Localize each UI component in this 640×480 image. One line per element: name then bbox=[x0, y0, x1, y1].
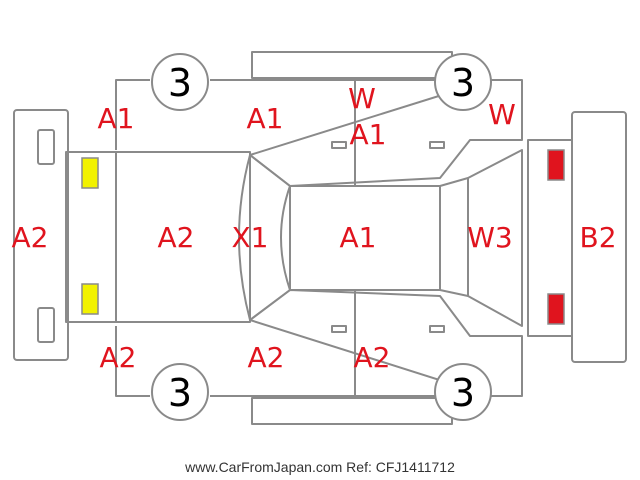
reference-caption: www.CarFromJapan.com Ref: CFJ1411712 bbox=[184, 459, 455, 475]
rear-window-panel bbox=[439, 149, 523, 327]
wheel-bottom-left-count: 3 bbox=[168, 371, 192, 415]
label-front-left-door: A1 bbox=[247, 102, 284, 135]
label-front-bumper: A2 bbox=[12, 221, 49, 254]
headlight-top bbox=[81, 157, 99, 189]
label-rear-left-door-bottom: A1 bbox=[350, 118, 387, 151]
wheel-bottom-right: 3 bbox=[434, 363, 492, 421]
label-windshield: X1 bbox=[232, 221, 269, 254]
wheel-top-left: 3 bbox=[151, 53, 209, 111]
label-rear-left-quarter: W bbox=[488, 98, 516, 131]
windshield-panel bbox=[238, 154, 291, 321]
wheel-top-right: 3 bbox=[434, 53, 492, 111]
wheel-bottom-right-count: 3 bbox=[451, 371, 475, 415]
label-hood: A2 bbox=[158, 221, 195, 254]
hood-panel bbox=[65, 151, 251, 323]
taillight-bottom bbox=[547, 293, 565, 325]
headlight-bottom bbox=[81, 283, 99, 315]
label-rear-left-door-top: W bbox=[348, 82, 376, 115]
label-rear-window: W3 bbox=[467, 221, 513, 254]
wheel-top-right-count: 3 bbox=[451, 61, 475, 105]
label-front-right-fender: A2 bbox=[100, 341, 137, 374]
label-rear-right-door: A2 bbox=[354, 341, 391, 374]
label-front-left-fender: A1 bbox=[98, 102, 135, 135]
trunk-panel bbox=[527, 139, 573, 337]
label-rear-bumper: B2 bbox=[579, 221, 616, 254]
wheel-top-left-count: 3 bbox=[168, 61, 192, 105]
label-roof: A1 bbox=[340, 221, 377, 254]
front-bumper bbox=[13, 109, 69, 361]
wheel-bottom-left: 3 bbox=[151, 363, 209, 421]
taillight-top bbox=[547, 149, 565, 181]
label-front-right-door: A2 bbox=[248, 341, 285, 374]
